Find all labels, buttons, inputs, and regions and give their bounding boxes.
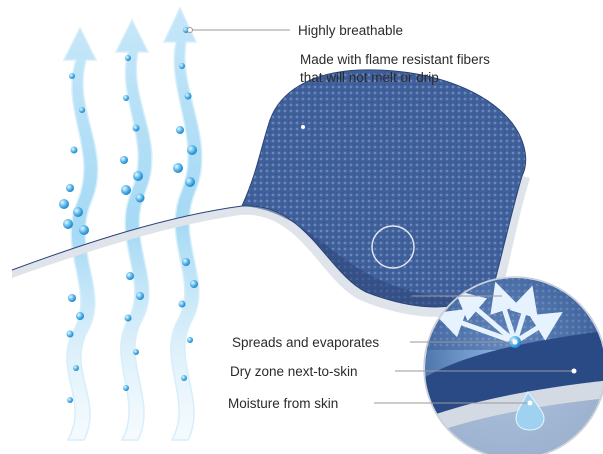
callout-dry-zone: Dry zone next-to-skin <box>230 362 358 381</box>
callout-moisture: Moisture from skin <box>228 394 338 413</box>
vapor-arrow-icon <box>64 28 98 440</box>
callout-flame-line1: Made with flame resistant fibers <box>300 50 490 69</box>
callout-spreads: Spreads and evaporates <box>232 333 379 352</box>
callout-flame-line2: that will not melt or drip <box>300 68 439 87</box>
callout-breathable: Highly breathable <box>298 21 403 40</box>
